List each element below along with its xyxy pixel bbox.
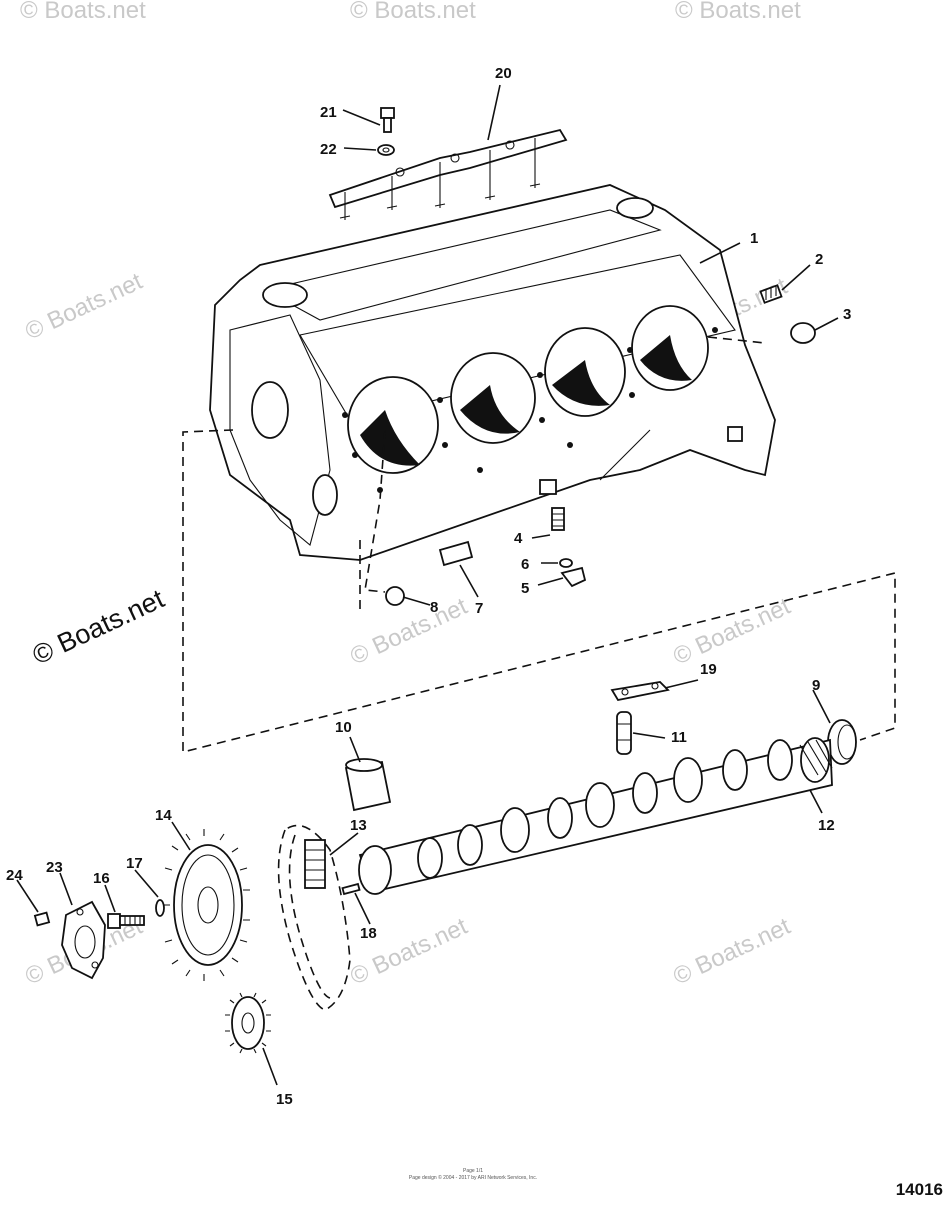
callout-17: 17 (126, 855, 143, 872)
part-15-crank-sprocket (225, 992, 271, 1054)
part-1-engine-block (209, 184, 776, 561)
callout-1: 1 (750, 230, 758, 247)
leader-lines (16, 84, 839, 1086)
watermark: © Boats.net (669, 593, 795, 671)
watermark: © Boats.net (20, 0, 146, 24)
watermark: © Boats.net (21, 268, 147, 346)
callout-4: 4 (514, 530, 523, 547)
part-4-fitting (551, 507, 565, 531)
callout-2: 2 (815, 251, 823, 268)
figure-number: 14016 (896, 1180, 943, 1199)
callout-10: 10 (335, 719, 352, 736)
part-5-elbow (560, 566, 587, 588)
callout-19: 19 (700, 661, 717, 678)
footer-copyright: Page design © 2004 - 2017 by ARI Network… (409, 1174, 537, 1181)
part-11-valve-lifter (616, 711, 632, 755)
part-3-expansion-plug (790, 322, 816, 344)
footer: Page 1/1 Page design © 2004 - 2017 by AR… (409, 1168, 943, 1199)
callout-7: 7 (475, 600, 483, 617)
callout-23: 23 (46, 859, 63, 876)
part-12-camshaft (358, 737, 833, 895)
part-6-o-ring (559, 558, 573, 568)
callout-21: 21 (320, 104, 337, 121)
callout-12: 12 (818, 817, 835, 834)
part-7-bearing-insert (438, 540, 474, 567)
part-9-cam-bearing (827, 719, 857, 765)
part-22-washer (377, 144, 395, 156)
callout-18: 18 (360, 925, 377, 942)
part-23-thrust-plate (61, 900, 106, 980)
part-24-screw (33, 911, 51, 927)
watermark: © Boats.net (350, 0, 476, 24)
part-10-cam-bearing (344, 758, 392, 812)
watermark: © Boats.net (675, 0, 801, 24)
alignment-dashes (182, 336, 896, 754)
callout-16: 16 (93, 870, 110, 887)
callout-11: 11 (671, 729, 687, 746)
callout-8: 8 (430, 599, 438, 616)
callout-3: 3 (843, 306, 851, 323)
footer-page: Page 1/1 (463, 1168, 483, 1174)
callout-13: 13 (350, 817, 367, 834)
callout-14: 14 (155, 807, 172, 824)
watermark: © Boats.net (346, 593, 472, 671)
callout-9: 9 (812, 677, 820, 694)
callout-15: 15 (276, 1091, 293, 1108)
watermark: © Boats.net (669, 913, 795, 991)
callout-6: 6 (521, 556, 529, 573)
part-19-guide-clamp (610, 681, 670, 702)
part-21-bolt (380, 107, 395, 133)
part-16-bolt (107, 913, 145, 929)
callout-22: 22 (320, 141, 337, 158)
callout-24: 24 (6, 867, 23, 884)
part-13-timing-chain (277, 824, 351, 1011)
part-18-dowel-pin (341, 882, 361, 896)
part-8-plug (385, 586, 405, 606)
callout-20: 20 (495, 65, 512, 82)
callouts: 20 21 22 1 2 3 4 6 5 7 8 9 19 11 10 12 1… (6, 65, 851, 1108)
part-2-plug (759, 284, 783, 304)
callout-5: 5 (521, 580, 529, 597)
watermark: © Boats.net (28, 583, 169, 670)
part-17-washer (155, 899, 165, 917)
part-14-cam-sprocket (163, 829, 250, 981)
part-20-lifter-retainer (328, 128, 568, 220)
